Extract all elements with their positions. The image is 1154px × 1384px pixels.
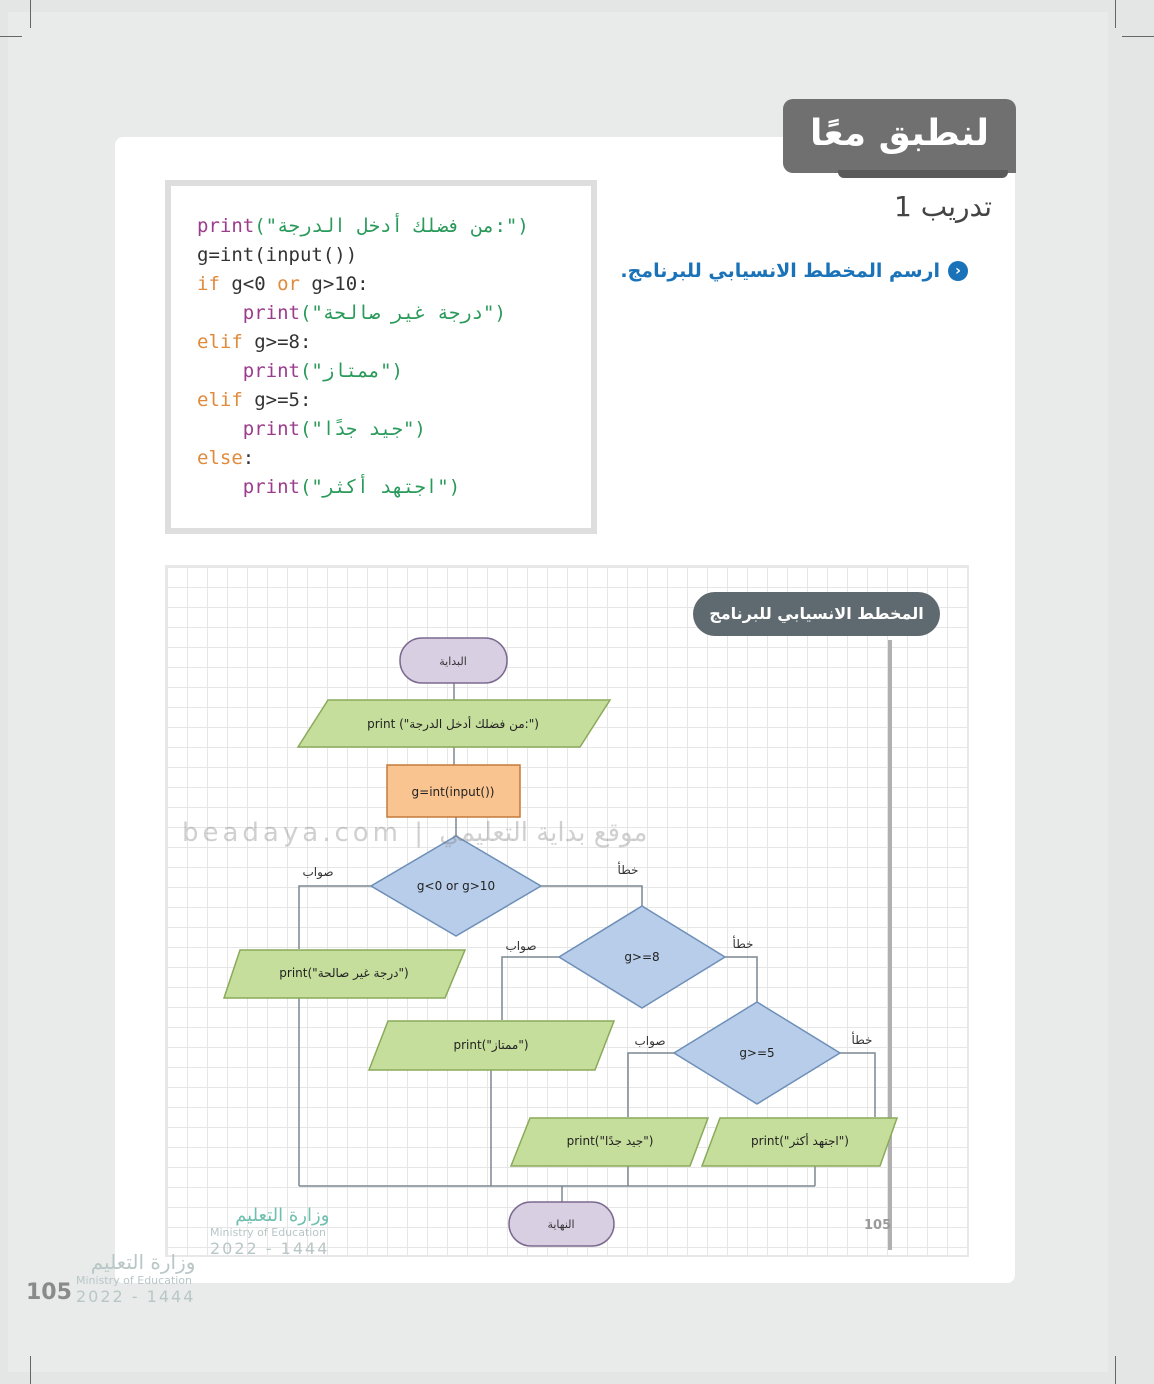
code-token: ("من فضلك أدخل الدرجة:") xyxy=(254,215,529,237)
inner-page-number: 105 xyxy=(864,1218,892,1233)
decision-2-label: g>=8 xyxy=(624,950,659,964)
code-token: g=int(input()) xyxy=(197,244,358,266)
page-number: 105 xyxy=(26,1280,72,1305)
code-token: ("ممتاز") xyxy=(299,360,403,382)
true-label: صواب xyxy=(634,1034,665,1049)
input-parallelogram xyxy=(296,699,612,748)
ministry-name-ar: وزارة التعليم xyxy=(90,1250,196,1274)
end-terminal xyxy=(508,1201,615,1247)
ministry-name-en: Ministry of Education xyxy=(76,1274,193,1287)
true-label: صواب xyxy=(302,865,333,880)
code-token: or xyxy=(277,273,300,295)
decision-1 xyxy=(369,835,543,937)
start-label: البداية xyxy=(439,655,467,668)
output-try-harder xyxy=(700,1117,899,1167)
code-token: if xyxy=(197,273,220,295)
decision-3-label: g>=5 xyxy=(739,1046,774,1060)
code-token: g<0 xyxy=(219,273,278,295)
crop-mark xyxy=(1115,1356,1116,1384)
output-excellent xyxy=(367,1020,616,1071)
code-token: ("درجة غير صالحة") xyxy=(299,302,506,324)
output-excellent-label: print("ممتاز") xyxy=(453,1038,528,1053)
code-token: g>=8: xyxy=(242,331,312,353)
connectors xyxy=(298,640,892,1250)
flowchart-title: المخطط الانسيابي للبرنامج xyxy=(693,592,940,636)
banner-tab xyxy=(838,170,1008,178)
task-instruction: ‹ ارسم المخطط الانسيابي للبرنامج. xyxy=(620,260,968,282)
output-try-harder-label: print("اجتهد أكثر") xyxy=(751,1133,849,1149)
code-token: print xyxy=(242,476,300,498)
code-token: print xyxy=(242,360,300,382)
exercise-title: تدريب 1 xyxy=(893,190,992,223)
ministry-logo-outer: وزارة التعليم Ministry of Education 2022… xyxy=(76,1250,195,1306)
code-token: : xyxy=(242,447,255,469)
code-token: ("اجتهد أكثر") xyxy=(299,476,461,498)
code-text: print("من فضلك أدخل الدرجة:") g=int(inpu… xyxy=(197,212,529,502)
code-token: elif xyxy=(197,331,243,353)
input-label: print ("من فضلك أدخل الدرجة:") xyxy=(367,716,539,732)
false-label: خطأ xyxy=(618,861,639,877)
section-banner: لنطبق معًا xyxy=(783,99,1016,173)
crop-mark xyxy=(1115,0,1116,28)
decision-2 xyxy=(557,905,727,1009)
ministry-name-en: Ministry of Education xyxy=(210,1226,327,1239)
false-label: خطأ xyxy=(733,935,754,951)
code-token: g>10: xyxy=(299,273,369,295)
code-token: print xyxy=(242,302,300,324)
process-label: g=int(input()) xyxy=(412,785,495,799)
ministry-name-ar: وزارة التعليم xyxy=(235,1205,330,1226)
decision-1-label: g<0 or g>10 xyxy=(417,879,495,893)
decision-3 xyxy=(672,1001,842,1105)
start-terminal xyxy=(399,637,508,684)
code-token: else xyxy=(197,447,243,469)
process-box xyxy=(386,764,521,818)
output-very-good-label: print("جيد جدًا") xyxy=(567,1134,654,1148)
false-label: خطأ xyxy=(852,1031,873,1047)
chevron-circle-icon: ‹ xyxy=(948,261,968,281)
code-token: print xyxy=(242,418,300,440)
output-invalid-label: print("درجة غير صالحة") xyxy=(279,966,408,981)
true-label: صواب xyxy=(505,939,536,954)
crop-mark xyxy=(30,1356,31,1384)
year-label: 2022 - 1444 xyxy=(210,1239,330,1258)
task-text: ارسم المخطط الانسيابي للبرنامج. xyxy=(620,260,940,282)
crop-mark xyxy=(30,0,31,28)
code-block: print("من فضلك أدخل الدرجة:") g=int(inpu… xyxy=(165,180,597,534)
output-very-good xyxy=(509,1117,710,1167)
code-token: print xyxy=(197,215,255,237)
end-label: النهاية xyxy=(547,1218,574,1231)
code-token: g>=5: xyxy=(242,389,312,411)
code-token: ("جيد جدًا") xyxy=(299,418,426,440)
ministry-logo-inner: وزارة التعليم Ministry of Education 2022… xyxy=(210,1205,329,1258)
watermark: beadaya.com | موقع بداية التعليمي xyxy=(182,818,648,848)
year-label: 2022 - 1444 xyxy=(76,1287,196,1306)
code-token: elif xyxy=(197,389,243,411)
crop-mark xyxy=(0,36,22,37)
output-invalid xyxy=(222,949,467,999)
crop-mark xyxy=(1122,36,1154,37)
